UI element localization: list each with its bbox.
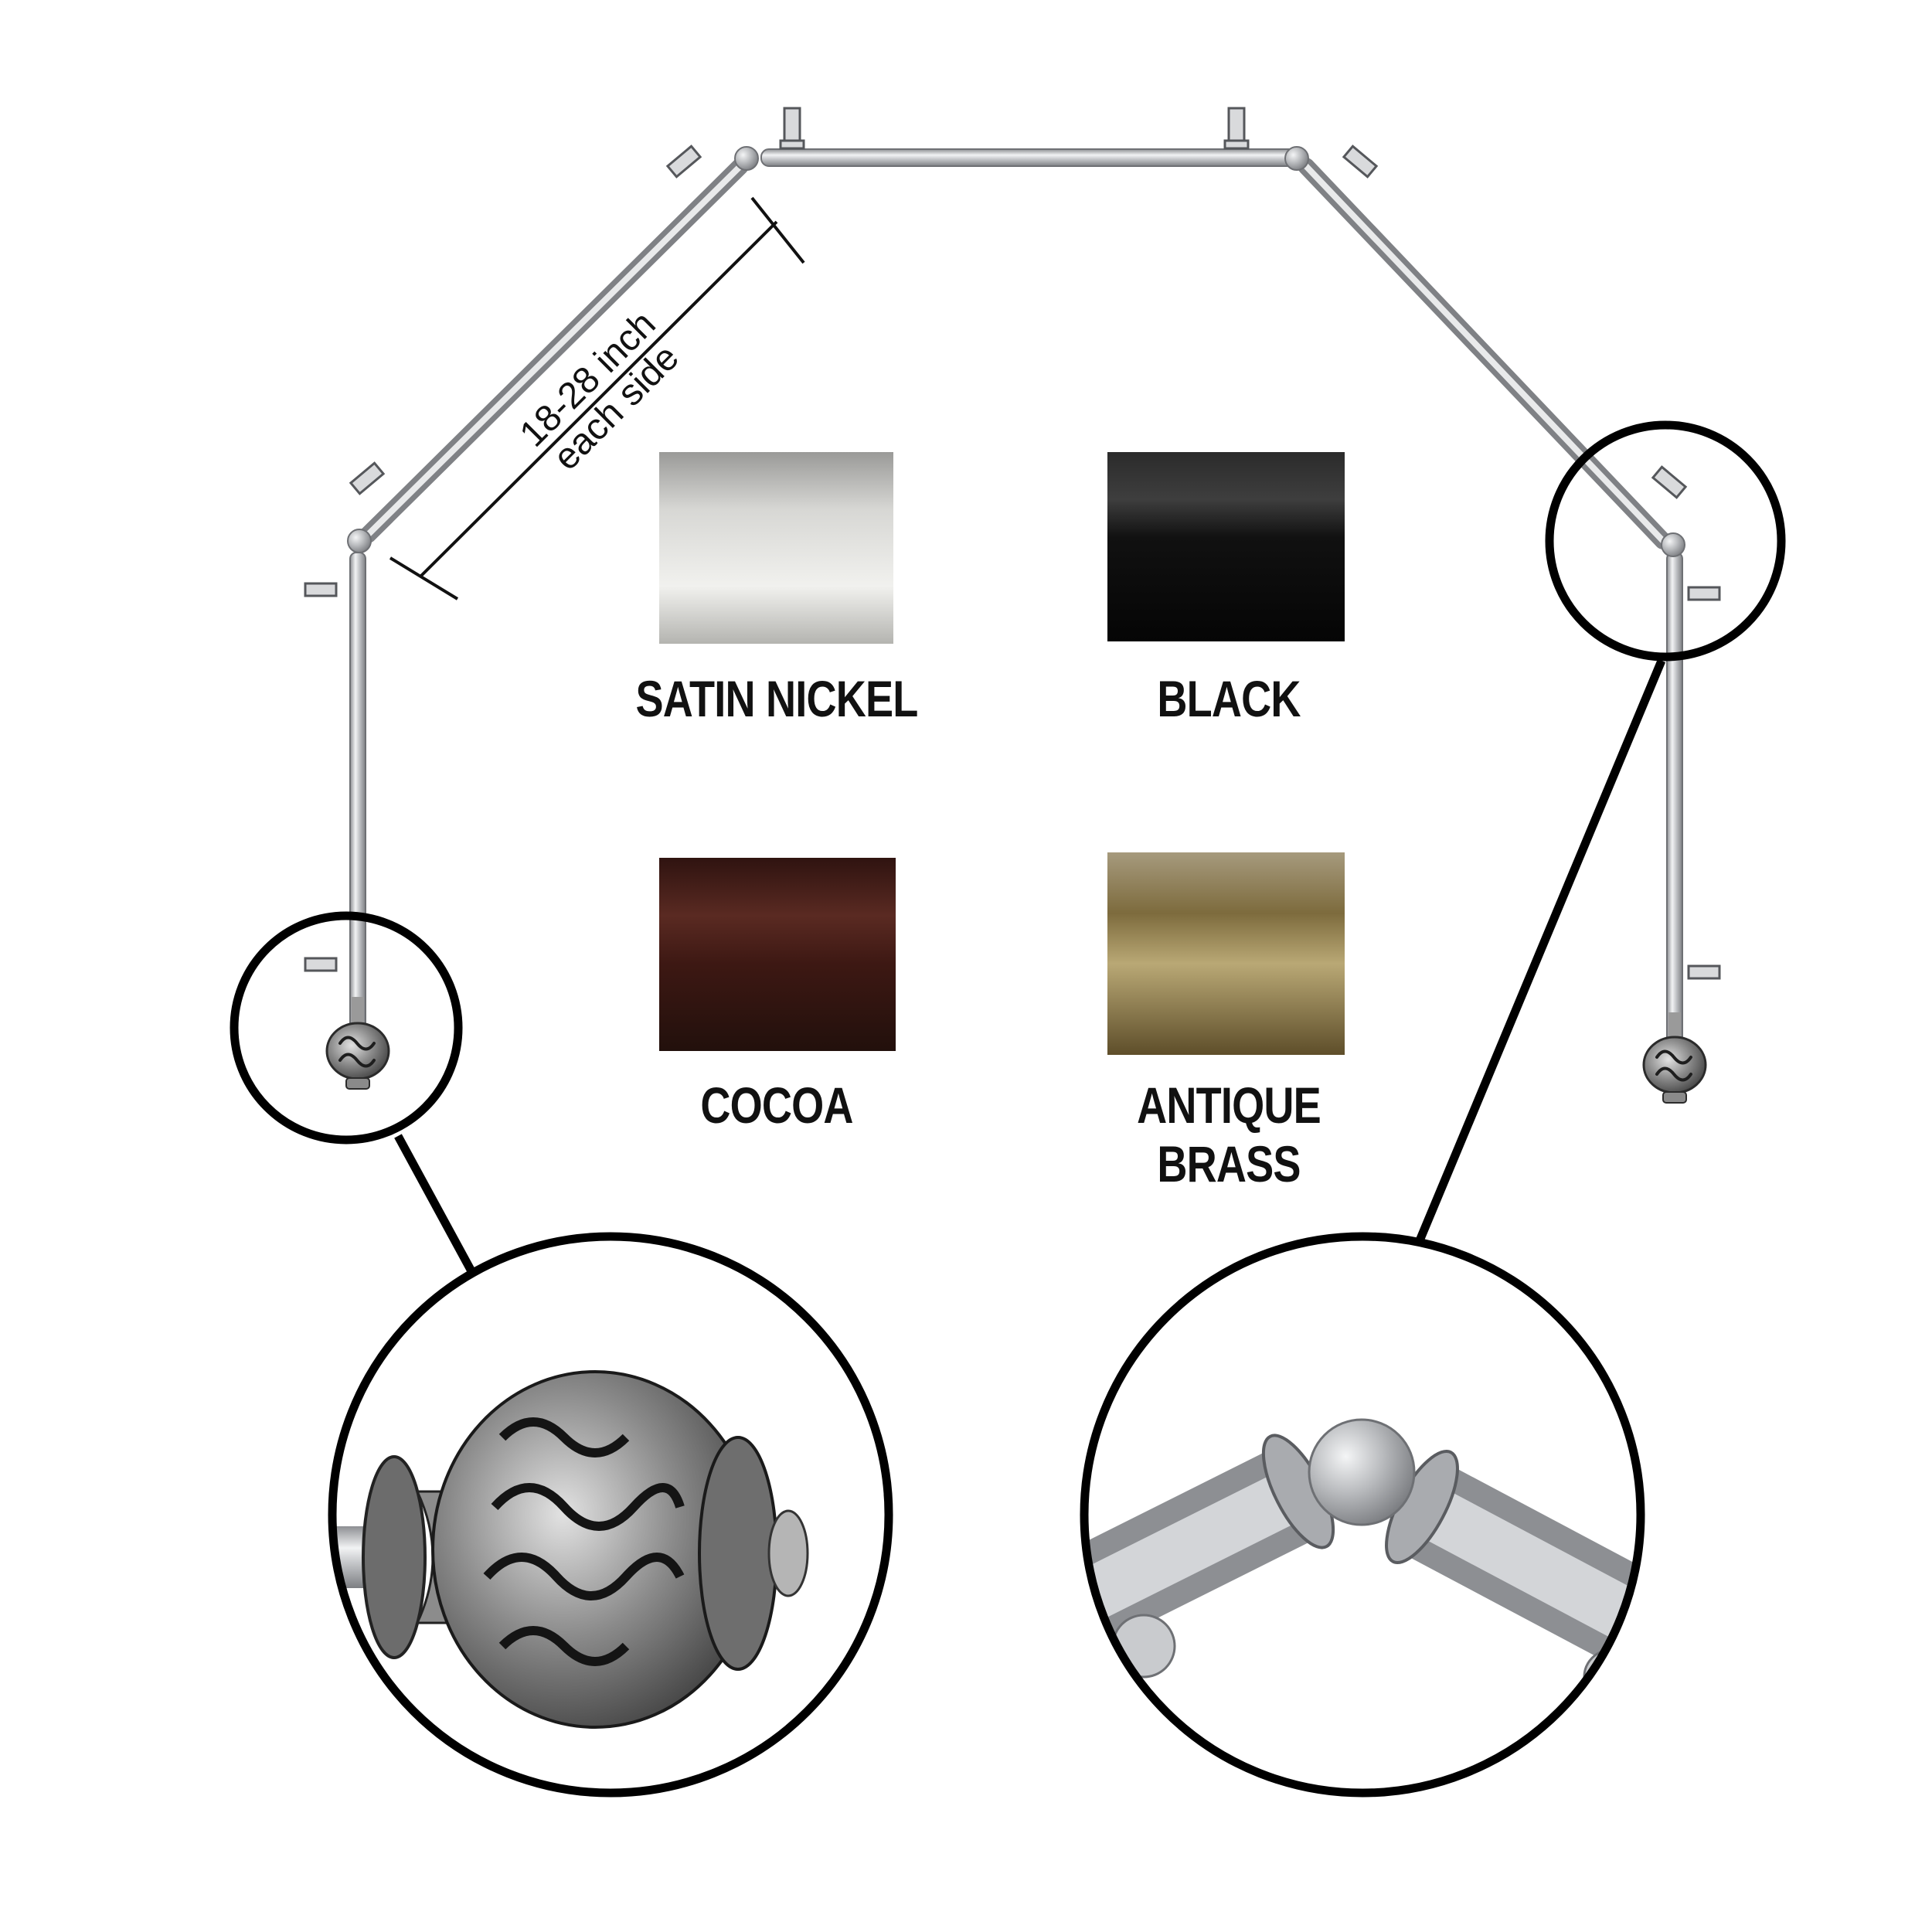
elbow-joint-icon <box>734 146 759 171</box>
rod-left-vertical <box>349 552 366 1032</box>
finish-label-black: BLACK <box>1157 670 1301 727</box>
finish-label-satin-nickel: SATIN NICKEL <box>635 670 918 727</box>
rod-right-vertical <box>1666 552 1683 1048</box>
swatch-satin-nickel <box>659 452 893 644</box>
elbow-joint-icon <box>1308 1418 1416 1526</box>
curtain-rod <box>304 107 1721 1104</box>
bracket-icon <box>304 107 1721 980</box>
rod-center-segment <box>760 148 1299 167</box>
elbow-joint-icon <box>347 529 372 553</box>
finial-zoom <box>328 1232 893 1798</box>
finial-icon <box>1642 1012 1707 1104</box>
swatch-antique-brass <box>1107 852 1345 1055</box>
elbow-joint-icon <box>1284 146 1309 171</box>
elbow-joint-icon <box>1661 532 1685 557</box>
finial-icon <box>325 997 390 1090</box>
callout-right <box>1394 420 1786 1293</box>
finish-label-cocoa: COCOA <box>700 1077 853 1134</box>
side-length-dimension <box>389 196 805 600</box>
finish-label-antique-brass: ANTIQUE BRASS <box>1137 1077 1321 1192</box>
swatch-black <box>1107 452 1345 641</box>
elbow-zoom <box>1080 1232 1645 1798</box>
swatch-cocoa <box>659 858 896 1051</box>
